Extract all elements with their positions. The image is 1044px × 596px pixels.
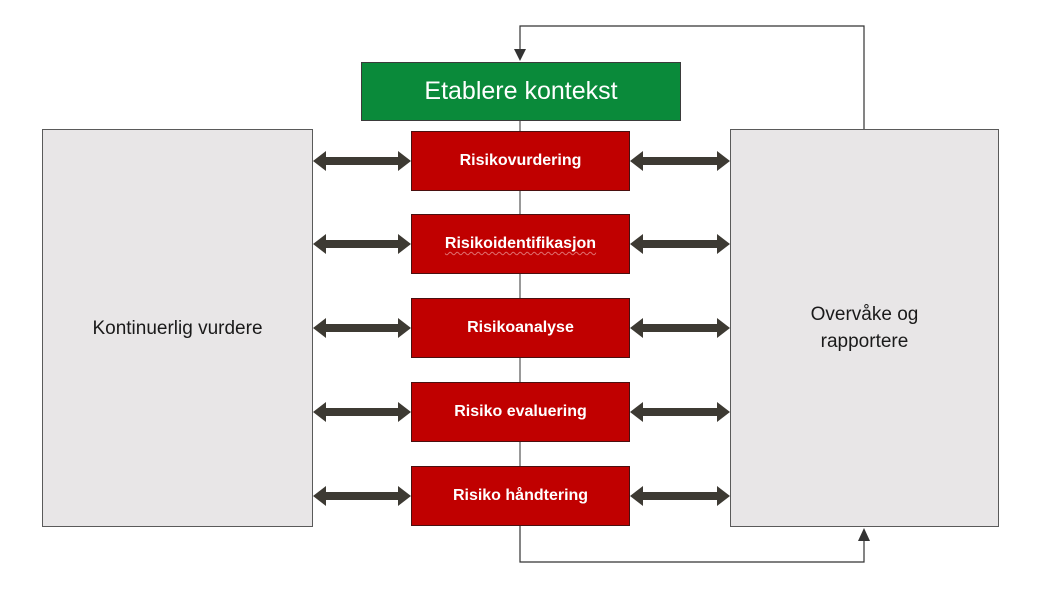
step-risikovurdering: Risikovurdering	[411, 131, 630, 191]
step-risikoanalyse: Risikoanalyse	[411, 298, 630, 358]
step-label: Risikoidentifikasjon	[444, 235, 597, 252]
double-arrow	[313, 402, 411, 422]
double-arrow-group	[313, 151, 730, 506]
feedback-loop-bottom	[519, 526, 865, 563]
double-arrow	[630, 151, 730, 171]
double-arrow	[313, 234, 411, 254]
left-box-label: Kontinuerlig vurdere	[92, 317, 263, 339]
step-risiko-handtering: Risiko håndtering	[411, 466, 630, 526]
double-arrow	[630, 318, 730, 338]
double-arrow	[313, 318, 411, 338]
double-arrow	[313, 486, 411, 506]
step-risiko-evaluering: Risiko evaluering	[411, 382, 630, 442]
feedback-arrowhead-bottom	[858, 528, 870, 541]
context-box: Etablere kontekst	[361, 62, 681, 121]
step-label: Risiko håndtering	[452, 487, 589, 504]
step-label: Risiko evaluering	[454, 403, 587, 420]
context-label: Etablere kontekst	[424, 77, 618, 105]
step-label: Risikoanalyse	[467, 319, 574, 336]
feedback-loop-top	[519, 25, 865, 129]
right-box-label: Overvåke og rapportere	[810, 304, 919, 352]
double-arrow	[630, 402, 730, 422]
step-label: Risikovurdering	[459, 152, 582, 169]
feedback-arrowhead-top	[514, 49, 526, 61]
right-box: Overvåke og rapportere	[730, 129, 999, 527]
double-arrow	[630, 486, 730, 506]
left-box: Kontinuerlig vurdere	[42, 129, 313, 527]
double-arrow	[313, 151, 411, 171]
step-risikoidentifikasjon: Risikoidentifikasjon	[411, 214, 630, 274]
double-arrow	[630, 234, 730, 254]
